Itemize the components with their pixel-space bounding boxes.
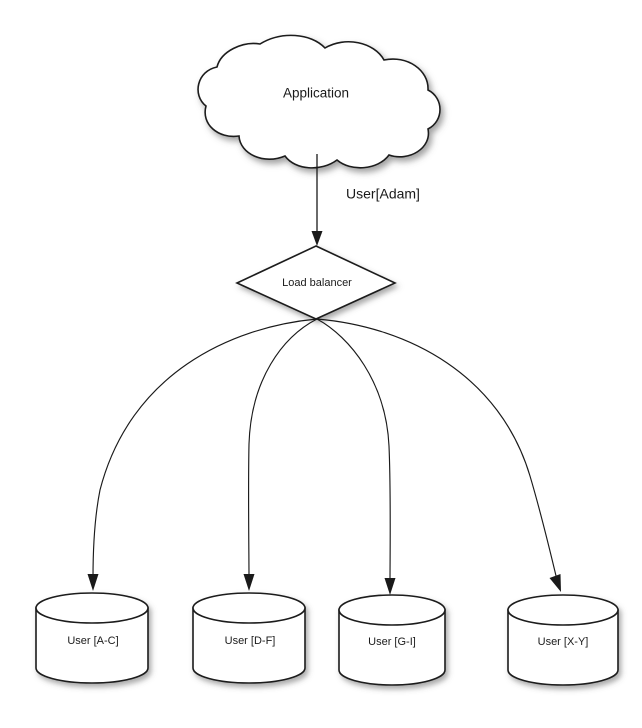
- node-database-1[interactable]: User [A-C]: [35, 592, 149, 684]
- database-icon: [35, 592, 149, 684]
- node-load-balancer[interactable]: Load balancer: [235, 245, 397, 320]
- edge-label-user-adam: User[Adam]: [346, 186, 420, 202]
- node-database-3[interactable]: User [G-I]: [338, 594, 446, 686]
- edges-load-balancer-to-databases: [87, 318, 561, 595]
- database-icon: [338, 594, 446, 686]
- arrow-head-lb-db-1: [87, 574, 99, 591]
- edge-line-lb-db-4: [316, 318, 558, 581]
- node-application[interactable]: Application: [197, 34, 441, 169]
- database-1-label: User [A-C]: [67, 635, 118, 647]
- edge-line-lb-db-2: [247, 318, 318, 579]
- database-icon: [507, 594, 619, 686]
- database-2-label: User [D-F]: [225, 635, 276, 647]
- cloud-icon: [197, 34, 441, 169]
- arrow-head-lb-db-3: [384, 578, 396, 595]
- arrow-head-lb-db-2: [243, 574, 255, 591]
- arrow-head-lb-db-4: [549, 574, 561, 592]
- edge-line-lb-db-3: [316, 318, 391, 583]
- node-database-4[interactable]: User [X-Y]: [507, 594, 619, 686]
- edge-application-to-load-balancer: User[Adam]: [311, 154, 420, 246]
- load-balancer-label: Load balancer: [282, 277, 352, 289]
- database-3-label: User [G-I]: [368, 636, 416, 648]
- arrow-head-app-lb: [311, 231, 323, 246]
- node-database-2[interactable]: User [D-F]: [192, 592, 306, 684]
- database-4-label: User [X-Y]: [538, 636, 589, 648]
- database-icon: [192, 592, 306, 684]
- edge-line-lb-db-1: [92, 318, 318, 579]
- application-label: Application: [283, 86, 349, 101]
